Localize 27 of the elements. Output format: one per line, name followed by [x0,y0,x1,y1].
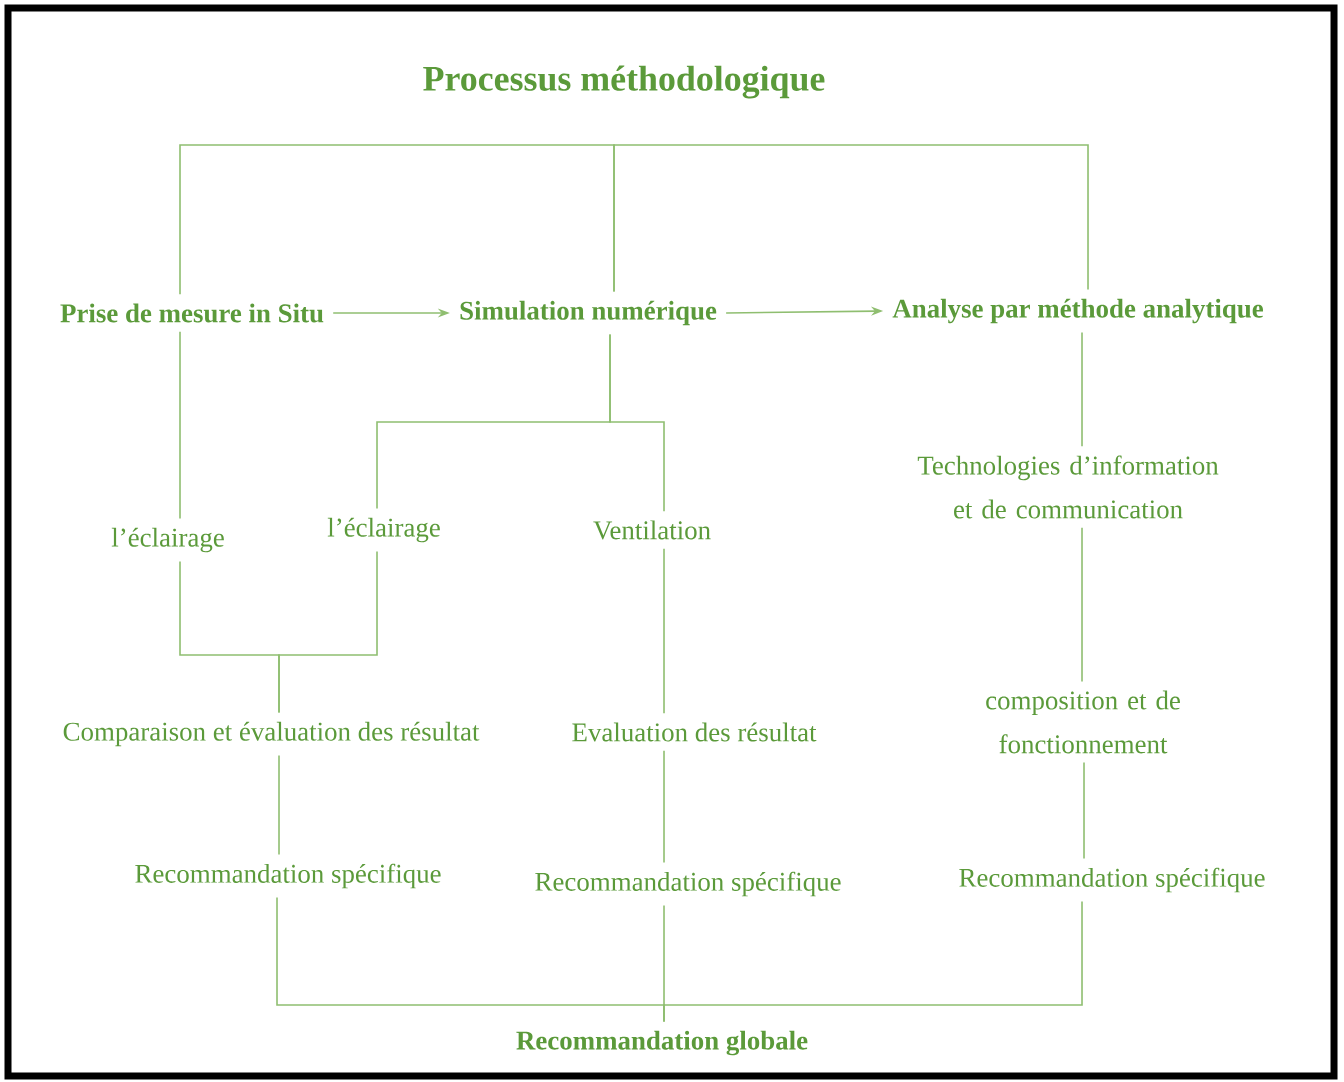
connector-line [613,144,1089,293]
connector-line [663,749,665,864]
step-label: composition et de fonctionnement [986,690,1180,754]
connector-line [179,144,615,296]
bold-heading: Simulation numérique [460,300,717,326]
step-label: Recommandation spécifique [535,871,841,897]
step-label: Recommandation spécifique [135,863,441,889]
step-label: Evaluation des résultat [572,722,817,742]
step-label: Recommandation spécifique [959,867,1265,893]
connector-line [1081,331,1083,448]
title: Processus méthodologique [423,65,825,99]
connector-line [609,333,665,513]
connector-line [278,550,378,714]
connector-line [663,547,665,715]
step-label: l’éclairage [327,517,440,543]
step-label: l’éclairage [111,527,224,553]
step-label: Technologies d’information et de communication [917,455,1219,519]
connector-line [1081,526,1083,683]
connector-line [1083,761,1085,860]
connector-line [278,754,280,856]
bold-heading: Analyse par méthode analytique [892,298,1263,324]
step-label: Comparaison et évaluation des résultat [63,721,480,747]
bold-heading: Recommandation globale [516,1030,808,1056]
bold-heading: Prise de mesure in Situ [60,303,324,323]
step-label: Ventilation [593,520,711,540]
connector-line [663,900,1083,1023]
connector-line [179,330,181,520]
